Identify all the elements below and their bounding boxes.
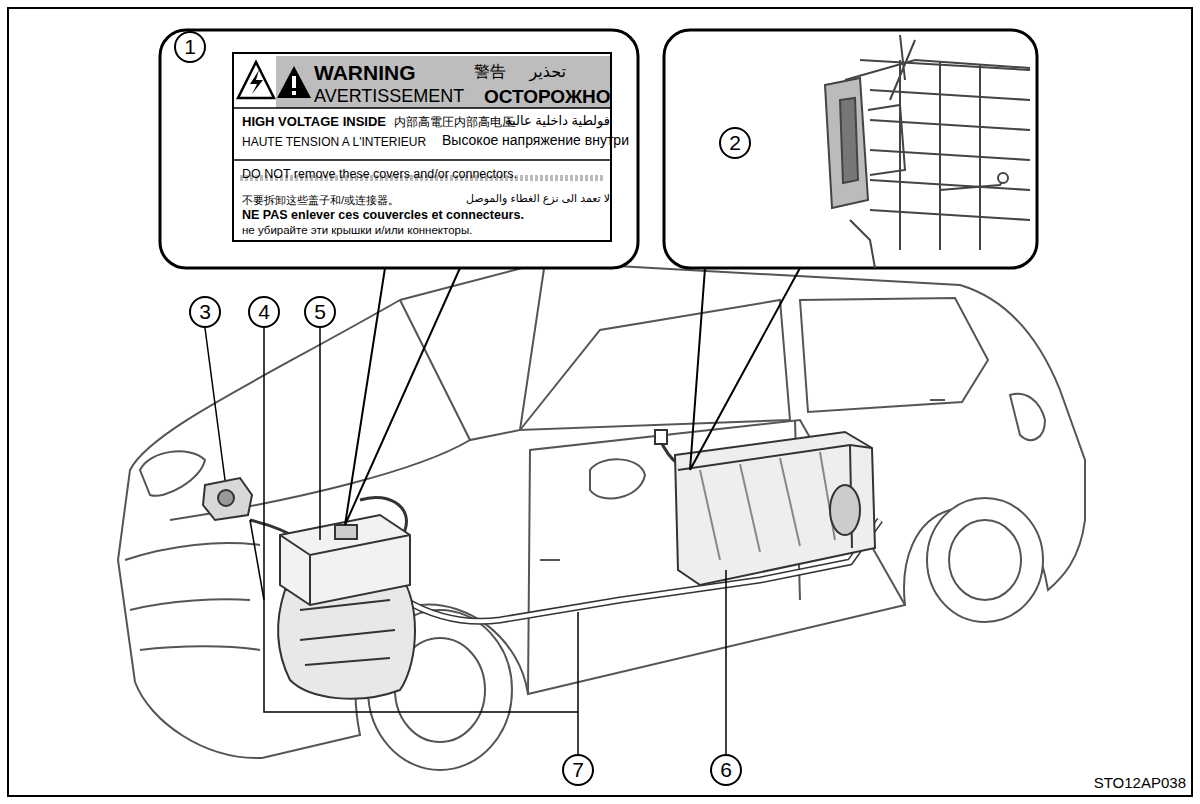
leader-lines: [264, 328, 578, 712]
instruction-text: لا تعمد الى نزع الغطاء والموصل: [466, 193, 610, 204]
car-body: [140, 451, 205, 495]
leader-lines: [205, 328, 726, 754]
transaxle: [300, 600, 395, 665]
car-body: [1010, 394, 1045, 440]
hazard-text: 内部高電圧: [394, 116, 454, 128]
sticker-decor: [232, 52, 612, 242]
hazard-text: HIGH VOLTAGE INSIDE: [242, 115, 386, 128]
instruction-text: 不要拆卸这些盖子和/或连接器。: [242, 195, 399, 206]
hybrid-battery: [675, 432, 875, 585]
warning-word: 警告: [474, 64, 506, 80]
car-body: [540, 559, 560, 561]
compressor: [203, 478, 252, 520]
callout-number: 4: [248, 296, 280, 328]
car-body: [400, 262, 545, 440]
warning-word: تحذير: [530, 64, 566, 80]
sticker-decor: [276, 56, 610, 108]
car-body: [800, 298, 988, 412]
compressor: [218, 490, 234, 506]
callout-panels: [160, 30, 638, 268]
callout-number: 6: [710, 754, 742, 786]
compressor: [203, 478, 252, 520]
hybrid-battery: [675, 432, 875, 585]
car-body: [949, 520, 1021, 600]
instruction-text: NE PAS enlever ces couvercles et connect…: [242, 209, 524, 222]
sticker-decor: [238, 62, 274, 98]
car-body: [118, 262, 1085, 758]
battery-closeup: [900, 60, 980, 250]
sticker-decor: [234, 159, 610, 161]
hazard-text: HAUTE TENSION A L'INTERIEUR: [242, 136, 426, 148]
sticker-decor: [234, 107, 610, 109]
leader-lines: [577, 612, 579, 754]
battery-closeup: [868, 105, 905, 175]
battery-closeup: [840, 98, 858, 183]
callout-number: 5: [304, 296, 336, 328]
warning-label: WARNING 警告 تحذير AVERTISSEMENT ОСТОРОЖНО HIGH…: [232, 52, 612, 242]
leader-lines: [250, 520, 264, 600]
leader-lines: [319, 328, 321, 540]
callout-panels: [160, 30, 1037, 268]
hazard-text: Высокое напряжение внутри: [442, 133, 629, 147]
hybrid-battery: [830, 485, 860, 535]
panel-leaders: [690, 268, 800, 470]
car-body: [930, 399, 945, 401]
cable-harness: [250, 430, 880, 621]
leader-lines: [725, 570, 727, 754]
callout-number: 3: [189, 296, 221, 328]
callout-number: 2: [719, 127, 751, 159]
car-body: [590, 459, 645, 498]
leader-lines: [205, 328, 225, 480]
instruction-text: не убирайте эти крышки и/или коннекторы.: [242, 225, 472, 237]
car-body: [528, 420, 905, 694]
hybrid-battery: [700, 452, 835, 560]
battery-closeup: [825, 78, 868, 208]
car-body: [520, 300, 790, 430]
callout-number: 1: [174, 31, 206, 63]
figure-code: STO12AP038: [1094, 775, 1186, 790]
battery-closeup: [940, 175, 1005, 190]
hazard-text: فولطية داخلية عالية: [505, 114, 610, 127]
panel-leaders: [345, 268, 800, 525]
callout-number: 7: [562, 754, 594, 786]
power-control-unit: [280, 515, 410, 605]
power-control-unit: [335, 525, 357, 539]
battery-closeup: [825, 35, 1030, 268]
car-body: [118, 262, 1085, 770]
sticker-decor: [232, 52, 612, 242]
sticker-decor: [292, 91, 296, 95]
battery-closeup: [890, 35, 915, 100]
car-body: [125, 543, 260, 650]
warning-word: AVERTISSEMENT: [314, 87, 464, 105]
outer-frame: [8, 8, 1192, 796]
power-control-unit: [280, 535, 410, 605]
warning-word: WARNING: [314, 62, 416, 83]
battery-closeup: [850, 220, 875, 268]
callout-panels: [664, 30, 1037, 268]
sticker-decor: [250, 70, 263, 94]
hazard-text: 内部高电压: [454, 116, 514, 128]
warning-word: ОСТОРОЖНО: [484, 87, 611, 106]
battery-closeup: [998, 173, 1008, 183]
battery-closeup: [860, 60, 1030, 220]
cable-harness: [655, 430, 667, 444]
sticker-decor: [277, 66, 311, 98]
battery-closeup: [845, 60, 1030, 80]
sticker-decor: [292, 76, 296, 88]
hybrid-battery: [678, 445, 872, 548]
power-control-unit: [280, 515, 410, 605]
instruction-text: DO NOT remove these covers and/or connec…: [242, 168, 517, 181]
panel-leaders: [345, 268, 460, 525]
car-body: [927, 498, 1043, 622]
